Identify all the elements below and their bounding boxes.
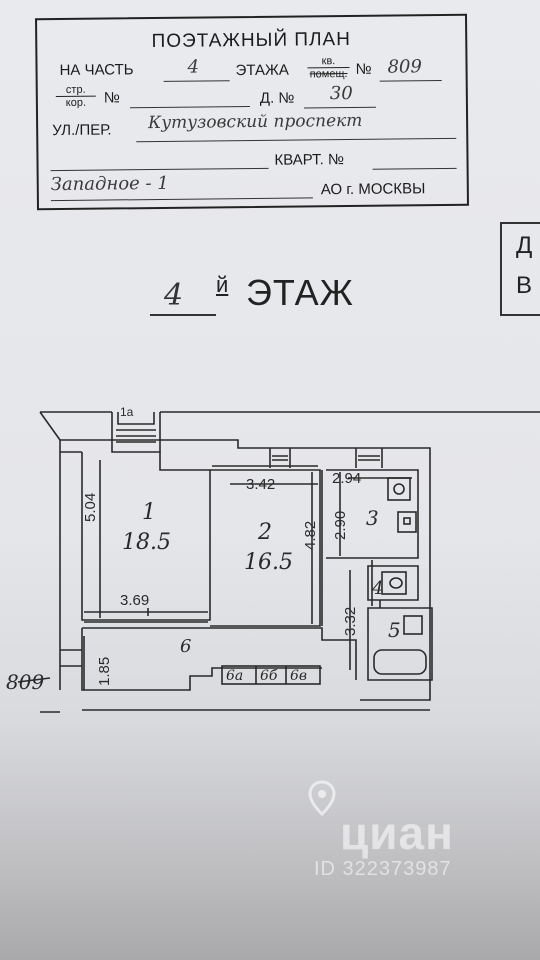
room-3-number: 3 xyxy=(366,506,379,530)
district-line xyxy=(50,197,313,202)
building-fraction: стр. кор. xyxy=(55,83,96,109)
building-line xyxy=(129,106,250,109)
building-no-label: № xyxy=(103,89,121,107)
room-2-number: 2 xyxy=(258,520,272,545)
quarter-line xyxy=(372,167,457,170)
stamp-title: ПОЭТАЖНЫЙ ПЛАН xyxy=(151,28,351,53)
floor-number: 4 xyxy=(164,278,184,313)
floor-plan-stamp: ПОЭТАЖНЫЙ ПЛАН НА ЧАСТЬ 4 ЭТАЖА кв. поме… xyxy=(35,13,469,211)
side-box-line-2: В xyxy=(516,272,533,299)
room-1a-label: 1а xyxy=(120,405,134,419)
quarter-blank-line xyxy=(50,167,269,172)
dim-room1-height: 5.04 xyxy=(82,492,99,522)
house-value: 30 xyxy=(329,82,353,105)
city-label: АО г. МОСКВЫ xyxy=(320,180,426,199)
watermark-id: ID 322373987 xyxy=(314,858,452,880)
unit-no-value: 809 xyxy=(387,56,423,78)
apartment-number-label: 809 xyxy=(6,670,45,694)
room-1-number: 1 xyxy=(142,500,156,525)
room-2-area: 16.5 xyxy=(244,550,293,575)
closet-6v-label: 6в xyxy=(290,668,308,684)
floor-suffix: й xyxy=(216,272,229,297)
watermark-brand: циан xyxy=(340,807,454,859)
room-1-area: 18.5 xyxy=(122,530,171,555)
quarter-label: КВАРТ. № xyxy=(274,151,345,169)
unit-line xyxy=(379,80,442,82)
street-line xyxy=(136,137,457,143)
location-pin-icon xyxy=(308,780,336,816)
unit-no-label: № xyxy=(355,60,372,78)
unit-fraction: кв. помещ. xyxy=(307,54,350,80)
dim-room2-width: 3.42 xyxy=(246,476,276,493)
cian-watermark: циан ID 322373987 xyxy=(280,780,520,880)
street-label: УЛ./ПЕР. xyxy=(52,121,112,140)
part-label: НА ЧАСТЬ xyxy=(59,61,134,80)
house-line xyxy=(303,106,376,109)
floor-number-underline xyxy=(150,314,216,316)
floor-plan-drawing: 1а 1 18.5 2 16.5 3 4 5 6 6а 6б 6в 5.04 3… xyxy=(0,400,540,730)
floor-word: ЭТАЖ xyxy=(246,272,354,313)
dim-room3-height: 2.90 xyxy=(332,510,349,540)
room-5-number: 5 xyxy=(388,618,401,642)
room-6-number: 6 xyxy=(180,636,192,657)
closet-6a-label: 6а xyxy=(226,668,244,684)
closet-6b-label: 6б xyxy=(260,668,278,684)
house-label: Д. № xyxy=(259,89,295,107)
dim-room3-width: 2.94 xyxy=(332,470,362,487)
part-line xyxy=(163,80,230,82)
room-4-number: 4 xyxy=(372,578,384,599)
district-value: Западное - 1 xyxy=(50,172,169,196)
side-stamp-fragment: Д В xyxy=(500,222,540,316)
dim-room45-height: 3.32 xyxy=(342,606,359,636)
plan-lines xyxy=(17,411,540,713)
part-value: 4 xyxy=(187,56,200,78)
dim-room2-height: 4.82 xyxy=(302,520,319,550)
dim-room1-width: 3.69 xyxy=(120,592,150,609)
street-value: Кутузовский проспект xyxy=(148,110,363,134)
dim-corridor-height: 1.85 xyxy=(96,656,113,686)
side-box-line-1: Д xyxy=(516,232,533,259)
floor-label: ЭТАЖА xyxy=(235,61,289,80)
